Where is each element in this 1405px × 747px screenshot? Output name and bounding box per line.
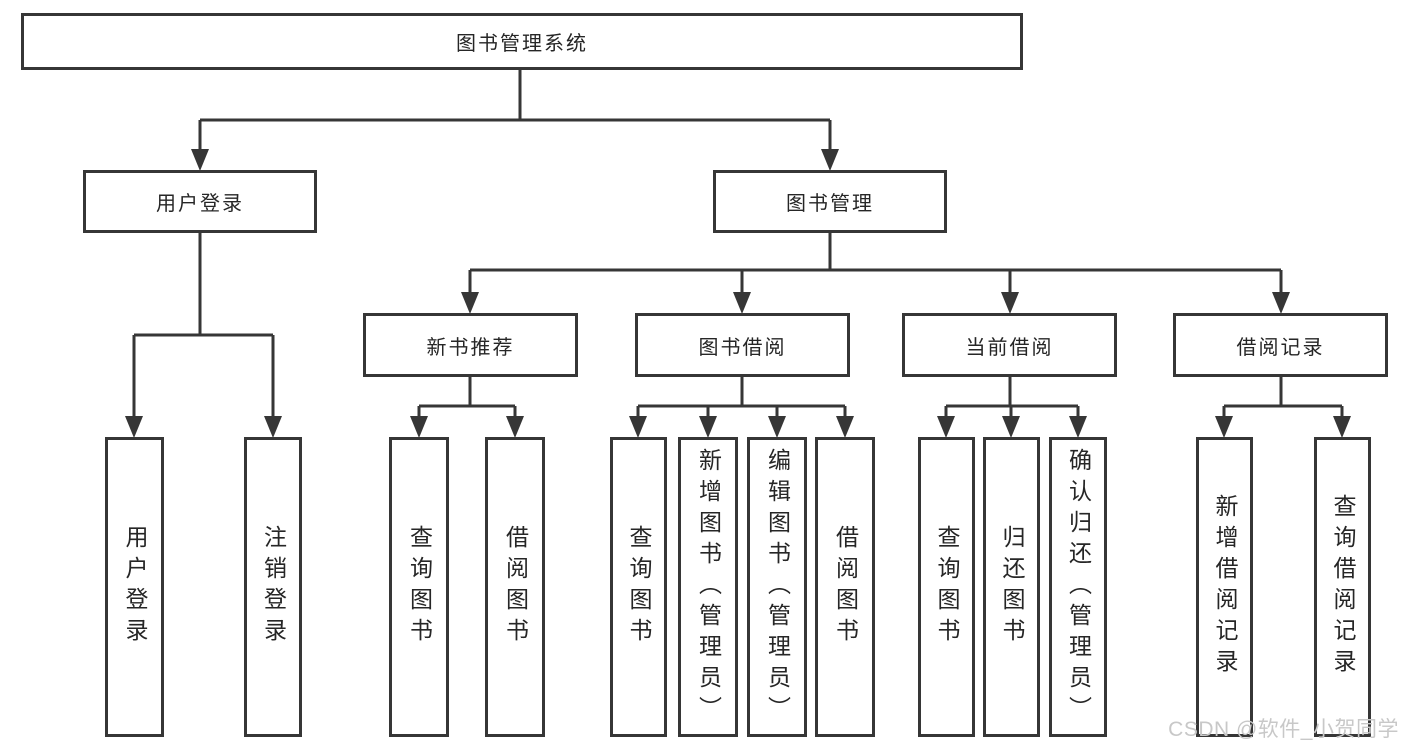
node-label: 归还图书 (999, 525, 1025, 649)
node-label: 借阅记录 (1236, 336, 1325, 359)
arrow-icon (1215, 416, 1233, 438)
arrow-icon (836, 416, 854, 438)
arrow-icon (821, 149, 839, 171)
node-label: 借阅图书 (832, 525, 859, 649)
leaf-query-books-recommend: 查询图书 (389, 437, 449, 737)
node-label: 新增图书（管理员） (695, 447, 722, 727)
arrowheads (125, 149, 1351, 438)
arrow-icon (1333, 416, 1351, 438)
leaf-borrow-books-recommend: 借阅图书 (485, 437, 545, 737)
arrow-icon (768, 416, 786, 438)
watermark: CSDN @软件_小贺同学 (1168, 718, 1399, 741)
node-label: 借阅图书 (502, 525, 529, 649)
node-label: 编辑图书（管理员） (764, 447, 791, 727)
node-label: 图书管理 (786, 193, 874, 215)
leaf-user-login: 用户登录 (105, 437, 164, 737)
arrow-icon (1002, 416, 1020, 438)
leaf-confirm-return-admin: 确认归还（管理员） (1049, 437, 1107, 737)
connector-borrow-records-children (1222, 377, 1344, 419)
leaf-logout: 注销登录 (244, 437, 302, 737)
leaf-add-book-admin: 新增图书（管理员） (678, 437, 738, 737)
leaf-query-borrow-record: 查询借阅记录 (1314, 437, 1371, 737)
connector-book-management-children (468, 233, 1283, 295)
arrow-icon (461, 292, 479, 314)
leaf-query-books-current: 查询图书 (918, 437, 975, 737)
connector-new-book-children (417, 377, 517, 419)
arrow-icon (506, 416, 524, 438)
node-label: 图书借阅 (698, 336, 787, 359)
node-label: 注销登录 (260, 525, 287, 649)
arrow-icon (733, 292, 751, 314)
connector-current-borrow-children (944, 377, 1080, 419)
leaf-add-borrow-record: 新增借阅记录 (1196, 437, 1253, 737)
node-label: 用户登录 (156, 193, 244, 215)
arrow-icon (1001, 292, 1019, 314)
arrow-icon (1272, 292, 1290, 314)
node-user-login: 用户登录 (83, 170, 317, 233)
arrow-icon (125, 416, 143, 438)
node-book-borrow: 图书借阅 (635, 313, 850, 377)
connector-user-login-children (132, 233, 275, 419)
connector-book-borrow-children (636, 377, 847, 419)
node-label: 查询图书 (934, 525, 960, 649)
arrow-icon (1069, 416, 1087, 438)
node-new-book-recommend: 新书推荐 (363, 313, 578, 377)
arrow-icon (410, 416, 428, 438)
leaf-edit-book-admin: 编辑图书（管理员） (747, 437, 807, 737)
node-label: 查询图书 (626, 525, 652, 649)
node-label: 确认归还（管理员） (1065, 447, 1092, 727)
leaf-borrow-books: 借阅图书 (815, 437, 875, 737)
arrow-icon (699, 416, 717, 438)
node-label: 查询图书 (406, 525, 433, 649)
leaf-return-book: 归还图书 (983, 437, 1040, 737)
arrow-icon (191, 149, 209, 171)
node-label: 用户登录 (122, 525, 148, 649)
arrow-icon (264, 416, 282, 438)
arrow-icon (629, 416, 647, 438)
node-current-borrow: 当前借阅 (902, 313, 1117, 377)
node-borrow-records: 借阅记录 (1173, 313, 1388, 377)
arrow-icon (937, 416, 955, 438)
connector-root-to-level2 (198, 70, 832, 152)
node-label: 当前借阅 (965, 336, 1054, 359)
leaf-query-books-borrow: 查询图书 (610, 437, 667, 737)
node-label: 新书推荐 (426, 336, 515, 359)
node-label: 查询借阅记录 (1330, 494, 1356, 680)
node-label: 图书管理系统 (456, 33, 588, 55)
node-library-system: 图书管理系统 (21, 13, 1023, 70)
node-book-management: 图书管理 (713, 170, 947, 233)
node-label: 新增借阅记录 (1212, 494, 1238, 680)
